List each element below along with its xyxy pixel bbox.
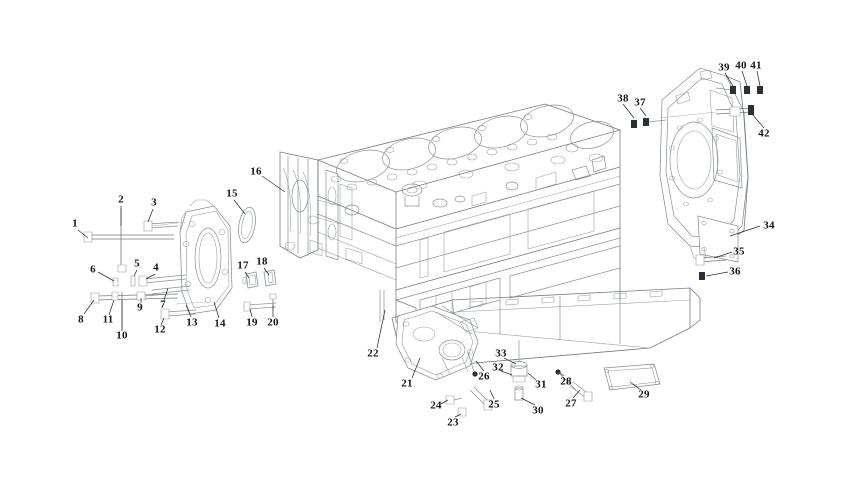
callout-37: 37 — [634, 96, 646, 109]
front-gear-detail — [325, 169, 363, 265]
plug-30 — [514, 385, 524, 401]
oil-pan-front-cap-21 — [395, 305, 479, 381]
drain-plug-assembly — [510, 340, 528, 383]
callout-17: 17 — [237, 259, 249, 272]
fastener-13 — [175, 301, 207, 305]
washer-5 — [130, 275, 136, 287]
fastener-36 — [699, 272, 705, 280]
callout-31: 31 — [535, 378, 547, 391]
callout-32: 32 — [492, 361, 504, 374]
callout-30: 30 — [532, 404, 544, 417]
callout-5: 5 — [134, 257, 140, 270]
seal-ring-15 — [238, 206, 256, 244]
fastener-38 — [631, 120, 637, 128]
callout-18: 18 — [256, 255, 268, 268]
washer-6 — [112, 277, 119, 287]
callout-21: 21 — [401, 377, 413, 390]
callout-39: 39 — [718, 61, 730, 74]
callout-24: 24 — [430, 399, 442, 412]
cylinder-block — [279, 103, 622, 331]
callout-36: 36 — [729, 265, 741, 278]
fastener-40 — [744, 86, 750, 94]
callout-14: 14 — [214, 317, 226, 330]
callout-35: 35 — [733, 245, 745, 258]
fastener-26 — [467, 351, 478, 377]
flywheel-housing-assembly — [631, 67, 763, 280]
fastener-4 — [138, 274, 187, 287]
callout-2: 2 — [118, 193, 124, 206]
gasket-29 — [603, 363, 661, 391]
fastener-41 — [757, 86, 763, 94]
callout-34: 34 — [763, 219, 775, 232]
fastener-23 — [457, 407, 467, 417]
callout-23: 23 — [447, 416, 459, 429]
callout-19: 19 — [246, 316, 258, 329]
fastener-1 — [83, 231, 174, 243]
fastener-25 — [469, 386, 493, 411]
oil-pan-flange-pads — [469, 290, 663, 308]
callout-28: 28 — [560, 375, 572, 388]
fastener-42 — [659, 105, 754, 119]
part-17 — [242, 271, 259, 289]
fastener-11 — [111, 291, 119, 301]
callout-3: 3 — [151, 196, 157, 209]
fastener-39 — [715, 86, 736, 94]
callout-20: 20 — [267, 316, 279, 329]
cylinder-bores — [336, 104, 614, 183]
flywheel-housing-34 — [659, 67, 749, 263]
callout-1: 1 — [72, 217, 78, 230]
fastener-12 — [160, 308, 197, 320]
fastener-2 — [117, 208, 127, 273]
callout-4: 4 — [153, 261, 159, 274]
fastener-37 — [643, 118, 667, 126]
callout-11: 11 — [102, 313, 114, 326]
callout-15: 15 — [226, 187, 238, 200]
fastener-9 — [136, 291, 169, 301]
callout-27: 27 — [565, 397, 577, 410]
callout-10: 10 — [116, 329, 128, 342]
callout-40: 40 — [735, 59, 747, 72]
oil-pan-assembly — [379, 287, 701, 417]
callout-7: 7 — [160, 298, 166, 311]
front-cover-plate — [179, 199, 233, 315]
callout-38: 38 — [617, 92, 629, 105]
fastener-7 — [151, 285, 191, 295]
callout-12: 12 — [154, 323, 166, 336]
callout-42: 42 — [758, 127, 770, 140]
callout-22: 22 — [367, 347, 379, 360]
callout-33: 33 — [495, 347, 507, 360]
callout-26: 26 — [478, 370, 490, 383]
fastener-35 — [695, 254, 727, 266]
part-19 — [243, 301, 277, 312]
callout-13: 13 — [186, 316, 198, 329]
fastener-24 — [445, 395, 463, 405]
oil-pan-brace-22 — [435, 305, 479, 335]
front-cover-assembly — [83, 199, 277, 330]
callout-25: 25 — [488, 398, 500, 411]
callout-6: 6 — [90, 263, 96, 276]
callout-41: 41 — [750, 59, 762, 72]
fastener-3 — [143, 220, 187, 232]
callout-9: 9 — [137, 301, 143, 314]
part-18 — [263, 269, 277, 287]
block-front-face — [279, 151, 341, 259]
callout-8: 8 — [78, 313, 84, 326]
deck-holes — [330, 114, 604, 191]
leader-lines — [77, 70, 765, 418]
callout-16: 16 — [250, 165, 262, 178]
callout-29: 29 — [638, 388, 650, 401]
